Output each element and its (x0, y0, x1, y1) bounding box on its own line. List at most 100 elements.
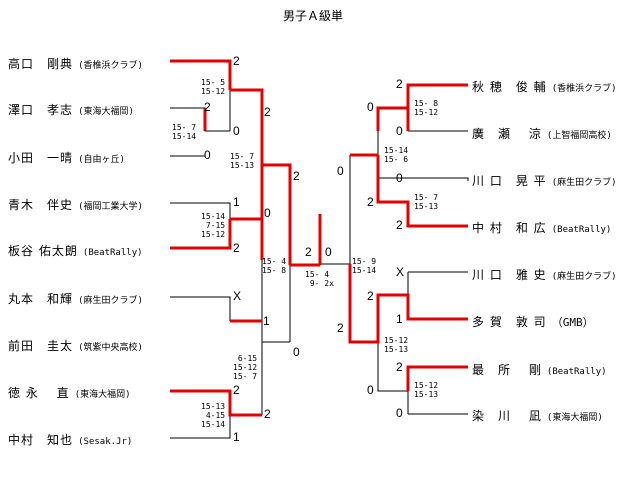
player-right-5: 川 口 雅 史 (麻生田クラブ) (472, 266, 617, 282)
player-name: 前田 圭太 (8, 339, 74, 353)
score-final-right: 0 (325, 245, 332, 259)
game-scores-r1-c: 15-12 15-13 (414, 381, 439, 399)
player-affiliation: (BeatRally) (546, 367, 607, 377)
player-left-5: 板谷 佑太朗 (BeatRally) (8, 242, 143, 258)
player-name: 澤口 孝志 (8, 103, 74, 117)
player-name: 秋 穂 俊 輔 (472, 80, 547, 94)
game-scores-r1-b: 15- 7 15-13 (414, 193, 439, 211)
player-right-8: 染 川 凪 (東海大福岡) (472, 407, 603, 423)
player-right-7: 最 所 剛 (BeatRally) (472, 361, 607, 377)
score-r2-2: 2 (367, 195, 374, 209)
score-l1-3: 1 (233, 195, 240, 209)
score-prelim-win: 2 (204, 100, 211, 114)
page-title: 男子Ａ級単 (283, 9, 344, 23)
player-affiliation: (自由ヶ丘) (78, 155, 125, 165)
player-affiliation: (BeatRally) (551, 225, 612, 235)
game-scores-prelim: 15- 7 15-14 (172, 123, 197, 141)
score-final-left: 2 (305, 245, 312, 259)
player-affiliation: (BeatRally) (82, 248, 143, 258)
player-affiliation: (東海大福岡) (78, 107, 134, 117)
player-affiliation: (麻生田クラブ) (78, 296, 143, 306)
score-r1-6: 1 (396, 312, 403, 326)
player-left-9: 中村 知也 (Sesak.Jr) (8, 431, 132, 447)
score-l2-1: 2 (264, 105, 271, 119)
player-affiliation: (福岡工業大学) (78, 202, 143, 212)
game-scores-l2-b: 6-15 15-12 15- 7 (233, 354, 258, 381)
player-affiliation: (香椎浜クラブ) (78, 61, 143, 71)
score-r1-3: 0 (396, 171, 403, 185)
player-left-2: 澤口 孝志 (東海大福岡) (8, 101, 134, 117)
player-name: 小田 一晴 (8, 151, 74, 165)
player-affiliation: (香椎浜クラブ) (551, 84, 617, 94)
game-scores-l1-b: 15-14 7-15 15-12 (201, 212, 226, 239)
score-r2-4: 0 (367, 383, 374, 397)
score-r1-7: 2 (396, 360, 403, 374)
player-left-7: 前田 圭太 (筑紫中央高校) (8, 337, 143, 353)
score-l2-3: 0 (293, 345, 300, 359)
score-r3-1: 0 (337, 164, 344, 178)
loser-lines (170, 90, 469, 439)
game-scores-r1-a: 15- 8 15-12 (414, 99, 439, 117)
game-scores-final: 15- 4 9- 2x (305, 270, 334, 288)
player-name: 染 川 凪 (472, 409, 542, 423)
score-r3-2: 2 (337, 321, 344, 335)
player-affiliation: (上智福岡高校) (546, 131, 612, 141)
game-scores-l2-a: 15- 7 15-13 (230, 152, 255, 170)
player-affiliation: (東海大福岡) (546, 413, 603, 423)
score-prelim-lose: 0 (204, 148, 211, 162)
game-scores-r2-b: 15-12 15-13 (384, 336, 409, 354)
score-r1-2: 0 (396, 124, 403, 138)
player-right-1: 秋 穂 俊 輔 (香椎浜クラブ) (472, 78, 617, 94)
score-r1-1: 2 (396, 77, 403, 91)
player-right-4: 中 村 和 広 (BeatRally) (472, 219, 611, 235)
player-name: 多 賀 敦 司 (472, 315, 547, 329)
game-scores-r3: 15- 9 15-14 (352, 257, 377, 275)
player-name: 川 口 晃 平 (472, 174, 547, 188)
player-affiliation: （GMB） (551, 316, 594, 329)
player-left-4: 青木 伴史 (福岡工業大学) (8, 196, 143, 212)
player-left-1: 高口 剛典 (香椎浜クラブ) (8, 55, 143, 71)
score-l2-4: 2 (264, 407, 271, 421)
player-name: 廣 瀬 涼 (472, 127, 542, 141)
player-left-6: 丸本 和輝 (麻生田クラブ) (8, 290, 143, 306)
score-l3-1: 2 (293, 169, 300, 183)
score-l1-7: 2 (233, 383, 240, 397)
player-name: 徳 永 直 (8, 386, 70, 400)
game-scores-r2-a: 15-14 15- 6 (384, 146, 409, 164)
player-affiliation: (麻生田クラブ) (551, 272, 617, 282)
score-l1-5: X (233, 289, 242, 303)
score-r2-3: 2 (367, 289, 374, 303)
player-name: 板谷 佑太朗 (8, 244, 78, 258)
score-l1-8: 1 (233, 430, 240, 444)
player-name: 中 村 和 広 (472, 221, 547, 235)
player-affiliation: (筑紫中央高校) (78, 343, 143, 353)
player-name: 高口 剛典 (8, 57, 74, 71)
score-r1-4: 2 (396, 218, 403, 232)
player-name: 最 所 剛 (472, 363, 542, 377)
score-r1-8: 0 (396, 406, 403, 420)
game-scores-l1-a: 15- 5 15-12 (201, 78, 226, 96)
score-l1-2: 0 (233, 124, 240, 138)
player-left-8: 徳 永 直 (東海大福岡) (8, 384, 131, 400)
winner-lines (170, 59, 468, 417)
score-l2-2: 0 (264, 206, 271, 220)
player-affiliation: (麻生田クラブ) (551, 178, 617, 188)
player-name: 中村 知也 (8, 433, 74, 447)
player-right-6: 多 賀 敦 司 （GMB） (472, 313, 594, 329)
player-left-3: 小田 一晴 (自由ヶ丘) (8, 149, 125, 165)
player-name: 青木 伴史 (8, 198, 74, 212)
player-right-2: 廣 瀬 涼 (上智福岡高校) (472, 125, 612, 141)
score-l1-4: 2 (233, 241, 240, 255)
player-affiliation: (東海大福岡) (74, 390, 131, 400)
game-scores-l1-c: 15-13 4-15 15-14 (201, 402, 226, 429)
score-r1-5: X (396, 265, 405, 279)
player-right-3: 川 口 晃 平 (麻生田クラブ) (472, 172, 617, 188)
score-r2-1: 0 (367, 100, 374, 114)
score-l1-1: 2 (233, 54, 240, 68)
player-name: 丸本 和輝 (8, 292, 74, 306)
game-scores-l3: 15- 4 15- 8 (262, 257, 287, 275)
score-l1-6: 1 (263, 314, 270, 328)
player-name: 川 口 雅 史 (472, 268, 547, 282)
